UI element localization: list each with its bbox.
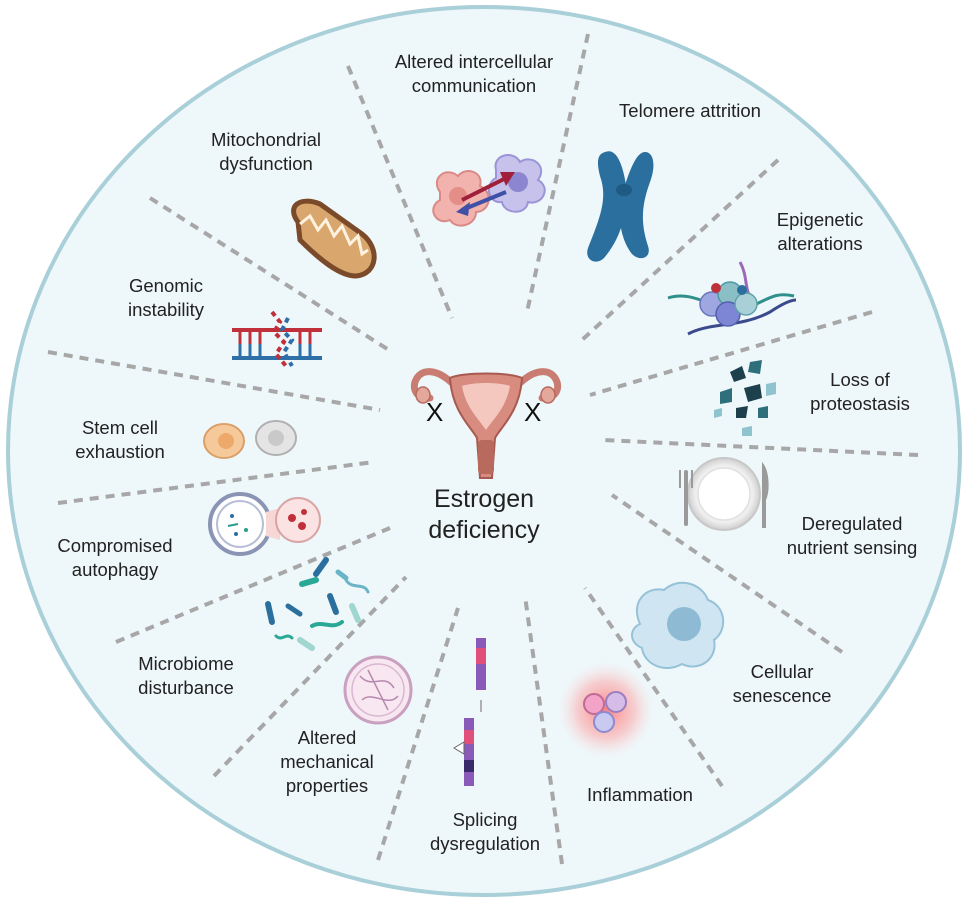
- bacteria-icon: [265, 557, 370, 651]
- inflamed-cells-icon: [558, 662, 654, 758]
- chromosome-icon: [587, 151, 654, 262]
- divider-line: [376, 607, 460, 861]
- plate-cutlery-icon: [679, 457, 769, 531]
- cell-communication-icon: [432, 154, 546, 227]
- broken-dna-icon: [232, 310, 322, 368]
- stem-cells-icon: [203, 420, 297, 459]
- nucleosome-icon: [667, 261, 797, 336]
- matrix-cell-icon: [343, 655, 413, 725]
- label-microbiome-disturbance: Microbiome disturbance: [138, 653, 234, 698]
- label-loss-of-proteostasis: Loss of proteostasis: [810, 369, 910, 414]
- uterus-icon: [410, 368, 562, 479]
- divider-lines: [47, 33, 919, 865]
- right-x-mark: X: [524, 397, 542, 427]
- label-compromised-autophagy: Compromised autophagy: [57, 535, 173, 580]
- divider-line: [580, 158, 780, 342]
- left-x-mark: X: [426, 397, 444, 427]
- divider-line: [212, 575, 408, 778]
- divider-line: [115, 526, 391, 644]
- senescent-cell-icon: [631, 581, 724, 669]
- divider-line: [589, 310, 873, 397]
- center-title-line2: deficiency: [428, 516, 540, 544]
- center-title-line1: Estrogen: [433, 485, 535, 513]
- divider-line: [523, 595, 564, 865]
- divider-line: [610, 493, 844, 654]
- divider-line: [346, 65, 454, 319]
- splicing-icon: [453, 638, 486, 786]
- center-title: Estrogen deficiency: [384, 484, 584, 546]
- label-altered-intercellular-communication: Altered intercellular communication: [394, 51, 554, 96]
- label-altered-mechanical-properties: Altered mechanical properties: [280, 727, 374, 796]
- divider-line: [47, 350, 381, 412]
- label-telomere-attrition: Telomere attrition: [619, 100, 761, 121]
- divider-line: [602, 438, 919, 457]
- label-cellular-senescence: Cellular senescence: [732, 661, 832, 706]
- label-genomic-instability: Genomic instability: [127, 275, 205, 320]
- autophagosome-icon: [208, 492, 321, 556]
- divider-line: [583, 586, 724, 788]
- label-inflammation: Inflammation: [587, 784, 693, 805]
- label-epigenetic-alterations: Epigenetic alterations: [776, 209, 864, 254]
- divider-line: [57, 460, 375, 505]
- mitochondrion-icon: [291, 198, 377, 279]
- label-mitochondrial-dysfunction: Mitochondrial dysfunction: [210, 129, 322, 174]
- label-stem-cell-exhaustion: Stem cell exhaustion: [75, 417, 165, 462]
- protein-fragments-icon: [714, 360, 776, 436]
- label-deregulated-nutrient-sensing: Deregulated nutrient sensing: [786, 513, 918, 558]
- label-splicing-dysregulation: Splicing dysregulation: [429, 809, 541, 854]
